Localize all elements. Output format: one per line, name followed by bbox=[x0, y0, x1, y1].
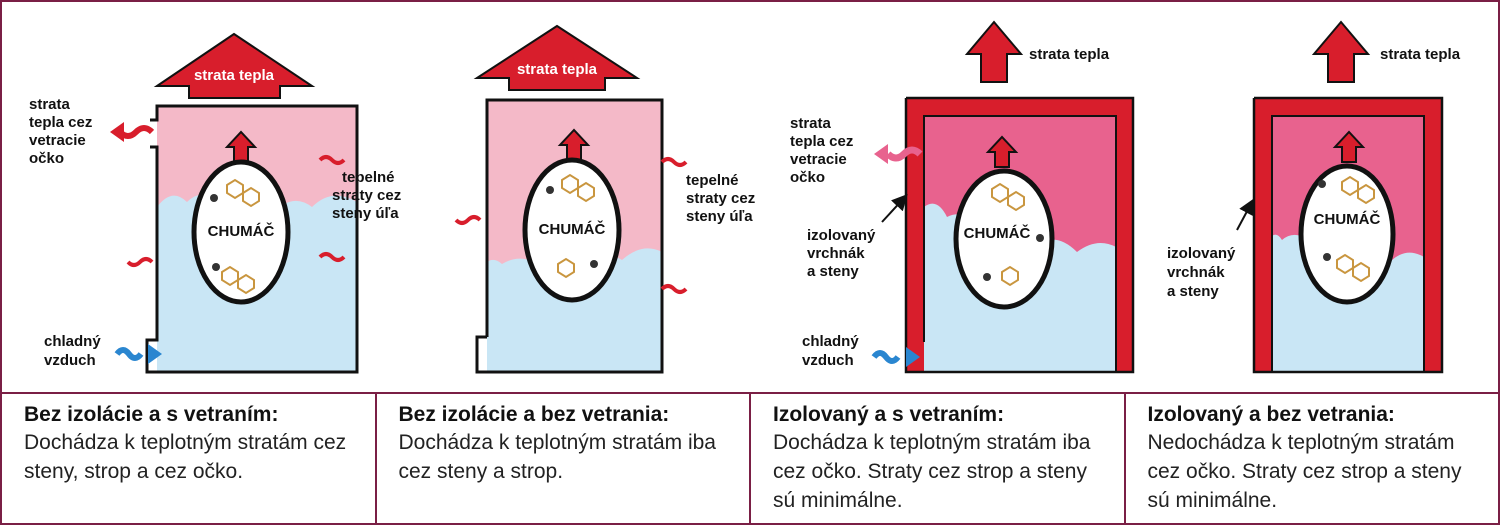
panel-3-hive-wall bbox=[904, 96, 1135, 374]
panel-4-roof-arrow bbox=[1311, 20, 1371, 83]
panel-4-cluster bbox=[1298, 163, 1396, 305]
panel-2-wall-heat-arrow bbox=[660, 284, 688, 294]
panel-2-bee-icon bbox=[546, 186, 554, 194]
panel-3-bee-icon bbox=[983, 273, 991, 281]
panel-1-wall-heat-arrow bbox=[318, 155, 346, 165]
caption-text: Nedochádza k teplotným stratám cez očko.… bbox=[1147, 431, 1462, 512]
panel-4-hive: CHUMÁČ bbox=[1252, 96, 1444, 374]
panel-1-vent-heat-arrowhead bbox=[110, 122, 124, 142]
panel-1-hive-wall bbox=[145, 104, 359, 374]
panel-3-cluster-label: CHUMÁČ bbox=[964, 224, 1031, 242]
panel-4-bee-icon bbox=[1323, 253, 1331, 261]
panel-4-insulation-label: izolovaný vrchnák a steny bbox=[1167, 245, 1240, 300]
panel-1-heat-up-arrow bbox=[224, 130, 258, 163]
panel-2-comb-icon bbox=[557, 173, 595, 279]
panel-3-comb-icon bbox=[991, 182, 1025, 287]
panel-2-bee-icon bbox=[590, 260, 598, 268]
panel-2-cluster-label: CHUMÁČ bbox=[539, 220, 606, 238]
panel-3-hive: CHUMÁČ bbox=[904, 96, 1135, 374]
panel-3-vent-heat-arrow bbox=[885, 146, 923, 162]
panel-1-cold-air-arrow bbox=[114, 347, 144, 361]
panel-2-roof-arrow: strata tepla bbox=[473, 24, 641, 91]
panel-2-wall-heat-arrow bbox=[454, 215, 482, 225]
panel-1-cluster-label: CHUMÁČ bbox=[208, 222, 275, 240]
caption-text: Dochádza k teplotným stratám iba cez očk… bbox=[773, 431, 1091, 512]
panel-1-wall-label: tepelné straty cez steny úľa bbox=[332, 169, 405, 222]
panel-2-heat-up-arrow bbox=[557, 128, 591, 161]
panel-3-cluster bbox=[953, 168, 1055, 310]
panel-3-vent-label: strata tepla cez vetracie očko bbox=[790, 115, 858, 186]
panel-4-heat-up-arrow bbox=[1332, 130, 1366, 163]
panel-4-hive-inner-wall bbox=[1271, 115, 1425, 372]
panel-1-roof-arrow-label: strata tepla bbox=[194, 67, 275, 84]
caption-title: Izolovaný a s vetraním: bbox=[773, 403, 1005, 426]
caption-text: Dochádza k teplotným stratám cez steny, … bbox=[24, 431, 347, 483]
panel-2-hive-wall bbox=[475, 98, 664, 374]
caption-title: Bez izolácie a bez vetrania: bbox=[398, 403, 670, 426]
panel-3-insulation-pointer bbox=[881, 194, 908, 223]
caption-text: Dochádza k teplotným stratám iba cez ste… bbox=[398, 431, 716, 483]
panel-1-wall-heat-arrow bbox=[126, 257, 154, 267]
panel-3-roof-arrow-label: strata tepla bbox=[1029, 46, 1110, 63]
panel-3-cold-air-arrowhead bbox=[906, 347, 920, 367]
panel-4-cluster-label: CHUMÁČ bbox=[1314, 210, 1381, 228]
caption-panel-4: Izolovaný a bez vetrania: Nedochádza k t… bbox=[1126, 394, 1499, 525]
panel-1-roof-arrow: strata tepla bbox=[153, 32, 316, 99]
panel-3-cold-label: chladný vzduch bbox=[802, 333, 863, 369]
panel-3-hive-inner-wall bbox=[923, 115, 1117, 372]
panel-2-hive: CHUMÁČ bbox=[475, 98, 664, 374]
panel-4-comb-icon bbox=[1336, 175, 1375, 283]
panel-3-roof-arrow bbox=[964, 20, 1024, 83]
panel-1-cold-air-arrowhead bbox=[148, 344, 162, 364]
panel-1-comb-icon bbox=[221, 178, 260, 295]
hive-diagram-drawing: CHUMÁČ strata tepla strata tepla cez vet… bbox=[29, 20, 1461, 374]
panel-1-hive: CHUMÁČ bbox=[145, 104, 359, 374]
panel-2-wall-heat-arrow bbox=[660, 157, 688, 167]
caption-title: Bez izolácie a s vetraním: bbox=[24, 403, 279, 426]
panel-4-hive-wall bbox=[1252, 96, 1444, 374]
panel-2-wall-label: tepelné straty cez steny úľa bbox=[686, 172, 759, 225]
panel-4-roof-arrow-label: strata tepla bbox=[1380, 46, 1461, 63]
panel-3-bee-icon bbox=[1036, 234, 1044, 242]
panel-4-bee-icon bbox=[1318, 180, 1326, 188]
caption-panel-3: Izolovaný a s vetraním: Dochádza k teplo… bbox=[751, 394, 1126, 525]
panel-2-roof-arrow-label: strata tepla bbox=[517, 61, 598, 78]
panel-1-vent-label: strata tepla cez vetracie očko bbox=[29, 96, 97, 167]
caption-title: Izolovaný a bez vetrania: bbox=[1147, 403, 1395, 426]
panel-1-cold-label: chladný vzduch bbox=[44, 333, 105, 369]
caption-panel-2: Bez izolácie a bez vetrania: Dochádza k … bbox=[377, 394, 751, 525]
captions-row: Bez izolácie a s vetraním: Dochádza k te… bbox=[2, 392, 1498, 525]
panel-1-vent-heat-arrow bbox=[117, 125, 155, 139]
panel-3-cold-air-arrow bbox=[871, 350, 901, 364]
panel-1-wall-heat-arrow bbox=[318, 252, 346, 262]
panel-3-heat-up-arrow bbox=[985, 135, 1019, 168]
panel-3-insulation-label: izolovaný vrchnák a steny bbox=[807, 227, 880, 280]
panel-3-vent-heat-arrowhead bbox=[874, 144, 888, 164]
panel-4-insulation-pointer bbox=[1236, 198, 1254, 231]
caption-panel-1: Bez izolácie a s vetraním: Dochádza k te… bbox=[2, 394, 377, 525]
panel-1-bee-icon bbox=[212, 263, 220, 271]
panel-1-bee-icon bbox=[210, 194, 218, 202]
